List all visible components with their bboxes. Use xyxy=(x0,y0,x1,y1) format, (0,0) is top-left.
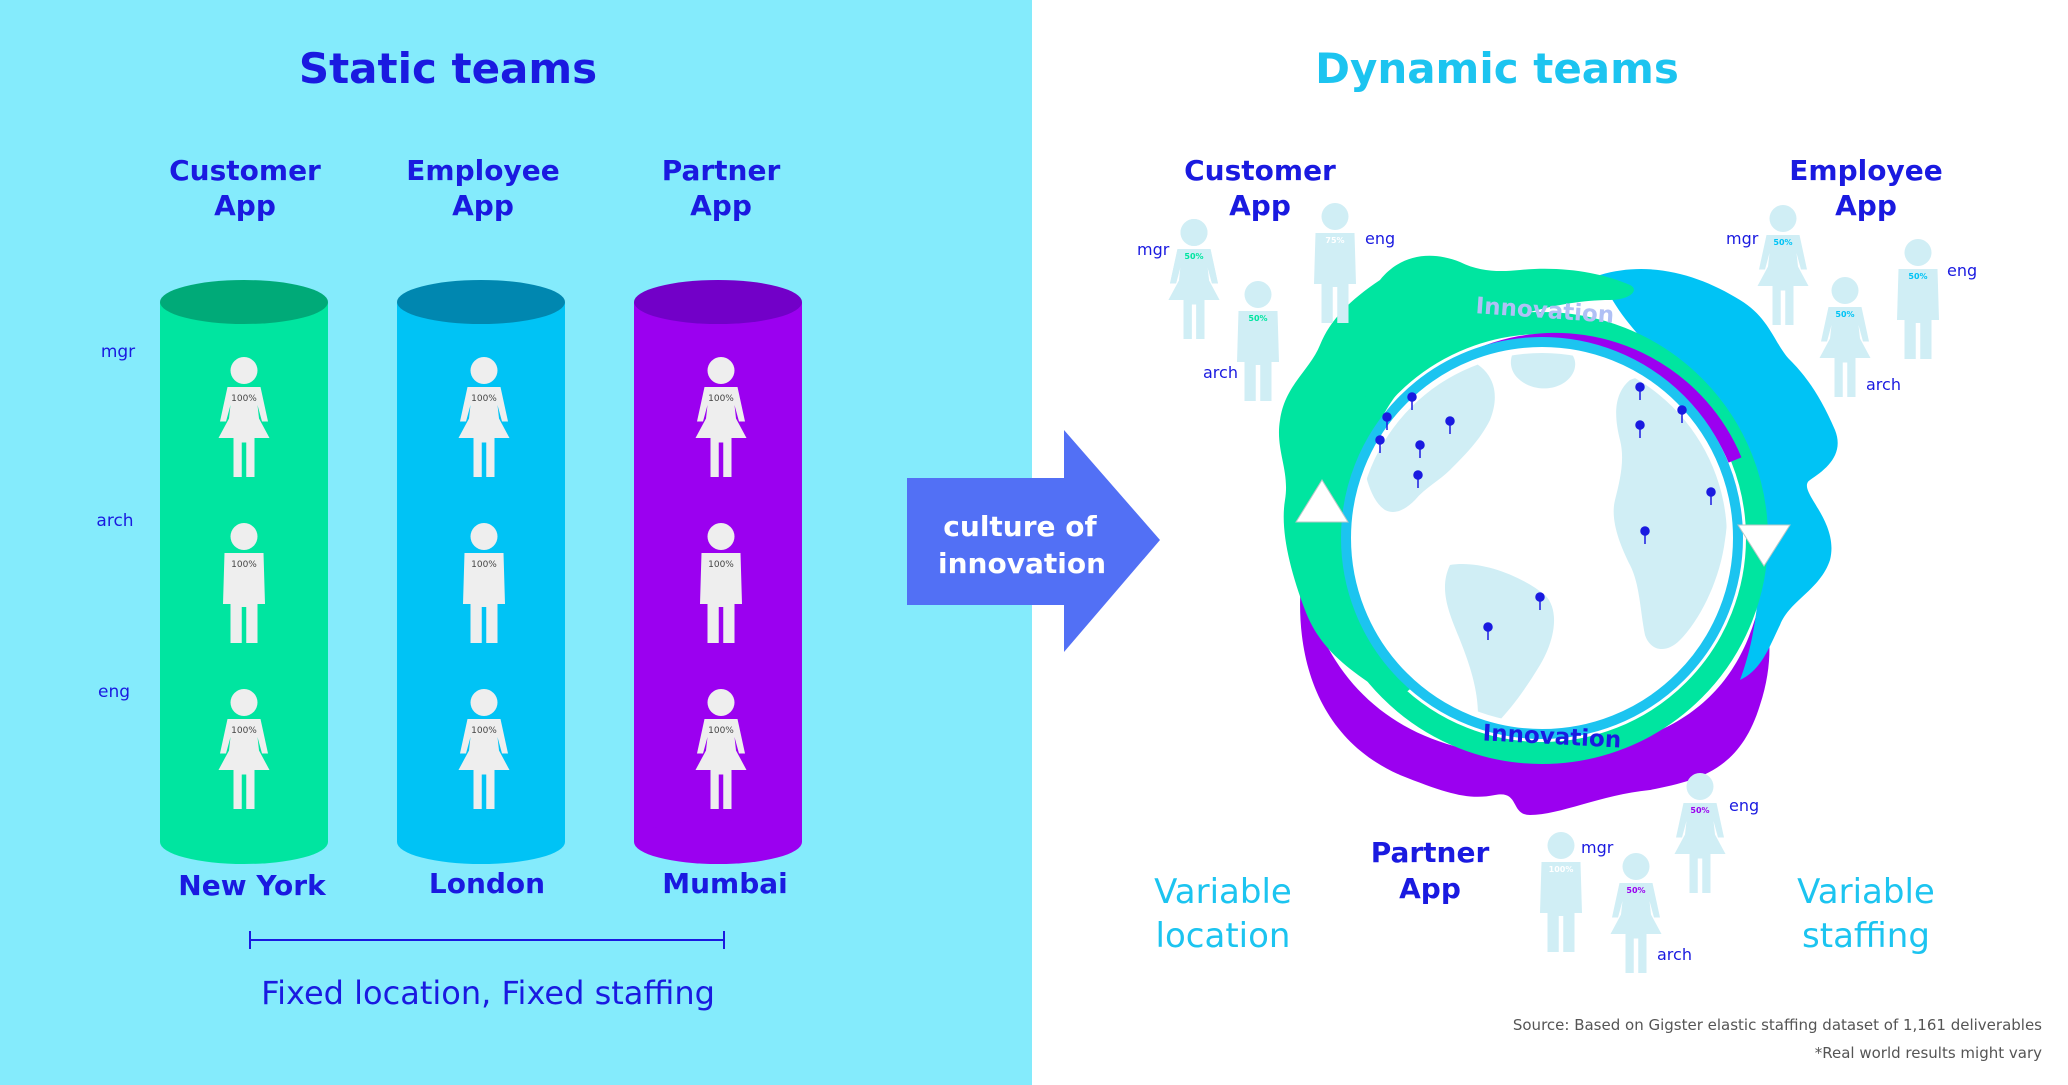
city-mumbai: Mumbai xyxy=(662,867,788,900)
person-icon-employee-eng: 50% xyxy=(1897,239,1939,359)
range-bracket xyxy=(249,931,725,949)
dynamic-partner-eng-label: eng xyxy=(1729,796,1759,815)
allocation-customer-mgr: 50% xyxy=(1184,252,1203,261)
role-label-eng: eng xyxy=(98,682,130,702)
allocation-partner-arch: 100% xyxy=(708,560,734,570)
location-pin-icon xyxy=(1635,382,1645,400)
europe-africa-landmass xyxy=(1613,376,1727,650)
allocation-partner-mgr: 100% xyxy=(1549,865,1574,874)
team-name-employee-line2: App xyxy=(452,189,514,222)
customer-color-splash xyxy=(1278,255,1634,695)
variable-location-line2: location xyxy=(1156,916,1291,956)
team-name-partner-line1: Partner xyxy=(662,154,781,187)
arrow-label-line2: innovation xyxy=(938,547,1106,580)
dynamic-customer-arch-label: arch xyxy=(1203,363,1238,382)
transition-arrow xyxy=(907,430,1160,652)
allocation-employee-mgr: 100% xyxy=(471,394,497,404)
allocation-customer-arch: 100% xyxy=(231,560,257,570)
team-name-customer-line2: App xyxy=(214,189,276,222)
city-new-york: New York xyxy=(178,869,327,902)
person-icon-customer-mgr: 50% xyxy=(1168,219,1220,339)
dynamic-employee-mgr-label: mgr xyxy=(1726,229,1759,248)
source-note: Source: Based on Gigster elastic staffin… xyxy=(1513,1016,2042,1034)
person-icon-partner-arch: 50% xyxy=(1610,853,1662,973)
allocation-customer-mgr: 100% xyxy=(231,394,257,404)
location-pin-icon xyxy=(1445,416,1455,434)
dynamic-customer-line2: App xyxy=(1229,189,1291,222)
cycle-arrow-down-icon xyxy=(1737,524,1791,567)
dynamic-employee-eng-label: eng xyxy=(1947,261,1977,280)
dynamic-employee-arch-label: arch xyxy=(1866,375,1901,394)
dynamic-employee-line1: Employee xyxy=(1789,154,1942,187)
location-pin-icon xyxy=(1415,440,1425,458)
location-pin-icon xyxy=(1375,435,1385,453)
person-icon-employee-arch: 50% xyxy=(1819,277,1871,397)
static-caption: Fixed location, Fixed staffing xyxy=(261,974,715,1012)
team-name-customer-line1: Customer xyxy=(169,154,321,187)
allocation-employee-arch: 50% xyxy=(1835,310,1854,319)
dynamic-customer-mgr-label: mgr xyxy=(1137,240,1170,259)
location-pin-icon xyxy=(1413,470,1423,488)
south-america-landmass xyxy=(1444,564,1555,723)
allocation-employee-mgr: 50% xyxy=(1773,238,1792,247)
location-pin-icon xyxy=(1407,392,1417,410)
location-pin-icon xyxy=(1382,412,1392,430)
location-pin-icon xyxy=(1706,487,1716,505)
allocation-employee-arch: 100% xyxy=(471,560,497,570)
dynamic-partner-line1: Partner xyxy=(1371,836,1490,869)
allocation-employee-eng: 100% xyxy=(471,726,497,736)
location-pin-icon xyxy=(1635,420,1645,438)
person-icon-customer-arch: 50% xyxy=(1237,281,1279,401)
cycle-arrow-up-icon xyxy=(1295,479,1349,523)
role-label-mgr: mgr xyxy=(101,342,135,362)
role-label-arch: arch xyxy=(96,511,133,531)
person-icon-customer-eng: 75% xyxy=(1314,203,1356,323)
employee-color-splash xyxy=(1600,269,1838,680)
allocation-partner-arch: 50% xyxy=(1626,886,1645,895)
allocation-customer-eng: 100% xyxy=(231,726,257,736)
allocation-partner-eng: 50% xyxy=(1690,806,1709,815)
location-pin-icon xyxy=(1677,405,1687,423)
city-london: London xyxy=(429,867,545,900)
allocation-customer-eng: 75% xyxy=(1325,236,1344,245)
person-icon-partner-mgr: 100% xyxy=(1540,832,1582,952)
partner-color-splash xyxy=(1300,570,1770,815)
allocation-partner-eng: 100% xyxy=(708,726,734,736)
dynamic-customer-line1: Customer xyxy=(1184,154,1336,187)
variable-staffing-line1: Variable xyxy=(1797,872,1935,912)
dynamic-employee-line2: App xyxy=(1835,189,1897,222)
person-icon-partner-eng: 50% xyxy=(1674,773,1726,893)
dynamic-customer-eng-label: eng xyxy=(1365,229,1395,248)
dynamic-teams-title: Dynamic teams xyxy=(1315,44,1679,93)
dynamic-partner-arch-label: arch xyxy=(1657,945,1692,964)
allocation-employee-eng: 50% xyxy=(1908,272,1927,281)
dynamic-partner-mgr-label: mgr xyxy=(1581,838,1614,857)
location-pin-icon xyxy=(1535,592,1545,610)
location-pin-icon xyxy=(1483,622,1493,640)
arrow-label-line1: culture of xyxy=(943,510,1097,543)
allocation-partner-mgr: 100% xyxy=(708,394,734,404)
location-pin-icon xyxy=(1640,526,1650,544)
static-teams-title: Static teams xyxy=(299,44,597,93)
team-name-partner-line2: App xyxy=(690,189,752,222)
dynamic-partner-line2: App xyxy=(1399,872,1461,905)
variable-staffing-line2: staffing xyxy=(1802,916,1930,956)
disclaimer-note: *Real world results might vary xyxy=(1815,1044,2042,1062)
allocation-customer-arch: 50% xyxy=(1248,314,1267,323)
globe xyxy=(1357,353,1727,723)
team-name-employee-line1: Employee xyxy=(406,154,559,187)
person-icon-employee-mgr: 50% xyxy=(1757,205,1809,325)
variable-location-line1: Variable xyxy=(1154,872,1292,912)
